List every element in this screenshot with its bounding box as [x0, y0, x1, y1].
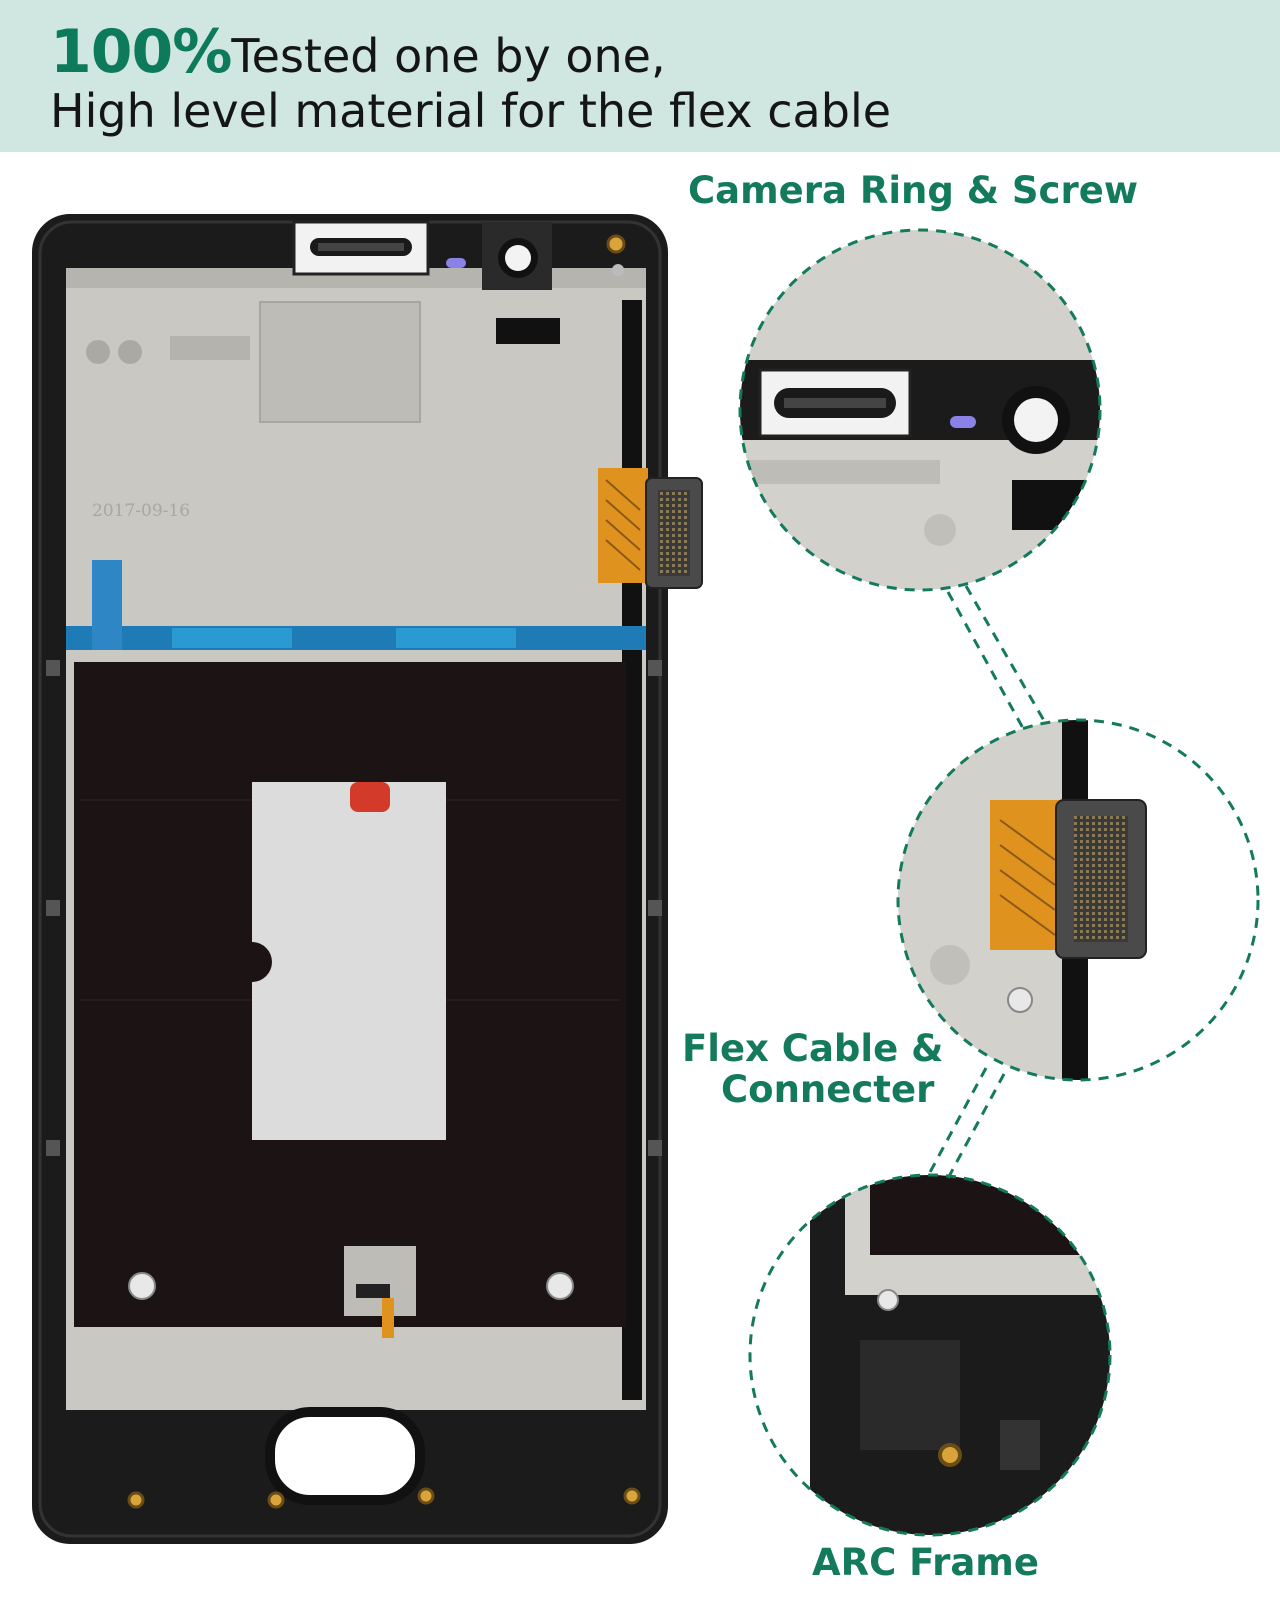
callout-label-flex-cable-line1: Flex Cable &: [682, 1027, 944, 1070]
zoom-camera-ring: [738, 228, 1102, 592]
callout-label-flex-cable: Flex Cable & Connecter: [682, 1028, 943, 1111]
callout-label-arc-frame: ARC Frame: [812, 1541, 1039, 1584]
header-banner: 100%Tested one by one, High level materi…: [0, 0, 1280, 152]
date-stamp: 2017-09-16: [92, 501, 190, 521]
banner-line-1-text: Tested one by one,: [231, 29, 666, 83]
phone-frame: 2017-09-16: [32, 214, 703, 1544]
banner-highlight: 100%: [50, 17, 232, 87]
banner-line-2: High level material for the flex cable: [50, 84, 892, 138]
callout-label-camera-ring: Camera Ring & Screw: [688, 169, 1138, 212]
banner-line-1: 100%Tested one by one,: [50, 22, 666, 82]
connector-lines: [926, 585, 1048, 1183]
zoom-arc-frame: [748, 1173, 1112, 1537]
callout-label-flex-cable-line2: Connecter: [721, 1068, 935, 1112]
zoom-flex-cable: [896, 718, 1260, 1082]
